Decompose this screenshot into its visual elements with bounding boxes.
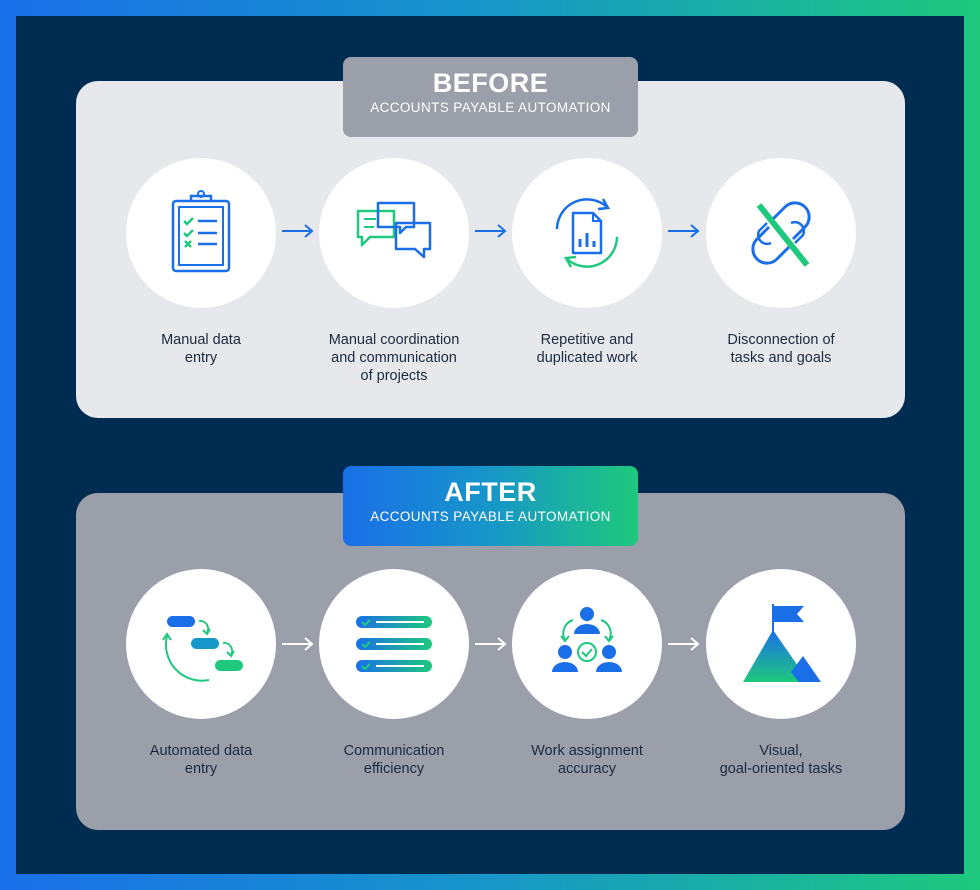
before-step-2 <box>319 158 469 308</box>
after-label-4: Visual, goal-oriented tasks <box>719 743 843 777</box>
after-step-3 <box>512 569 662 719</box>
before-arrow-2 <box>475 224 507 238</box>
mountain-flag-icon <box>743 604 821 682</box>
after-badge-title: AFTER <box>444 477 537 507</box>
before-label-3: Repetitive and duplicated work <box>536 332 638 366</box>
before-arrow-1 <box>282 224 314 238</box>
before-step-4 <box>706 158 856 308</box>
before-label-2: Manual coordination and communication of… <box>328 332 460 384</box>
chat-bubbles-icon <box>356 201 432 259</box>
checked-list-icon <box>356 616 432 672</box>
before-step-1 <box>126 158 276 308</box>
after-step-2 <box>319 569 469 719</box>
after-label-2: Communication efficiency <box>343 743 445 777</box>
after-arrow-1 <box>282 637 314 651</box>
after-arrow-3 <box>668 637 700 651</box>
clipboard-checklist-icon <box>171 190 231 273</box>
before-label-4: Disconnection of tasks and goals <box>727 332 835 366</box>
after-label-3: Work assignment accuracy <box>531 743 643 777</box>
broken-link-icon <box>751 201 811 267</box>
before-arrow-3 <box>668 224 700 238</box>
document-cycle-icon <box>555 198 619 268</box>
automated-flow-icon <box>162 616 243 682</box>
after-badge-subtitle: ACCOUNTS PAYABLE AUTOMATION <box>370 509 611 524</box>
before-badge: BEFORE ACCOUNTS PAYABLE AUTOMATION <box>343 57 638 137</box>
before-step-3 <box>512 158 662 308</box>
before-label-1: Manual data entry <box>161 332 241 366</box>
after-step-1 <box>126 569 276 719</box>
team-assignment-icon <box>552 607 622 672</box>
after-step-4 <box>706 569 856 719</box>
before-badge-subtitle: ACCOUNTS PAYABLE AUTOMATION <box>370 100 611 115</box>
after-badge: AFTER ACCOUNTS PAYABLE AUTOMATION <box>343 466 638 546</box>
after-arrow-2 <box>475 637 507 651</box>
before-badge-title: BEFORE <box>432 68 549 98</box>
after-label-1: Automated data entry <box>149 743 253 777</box>
